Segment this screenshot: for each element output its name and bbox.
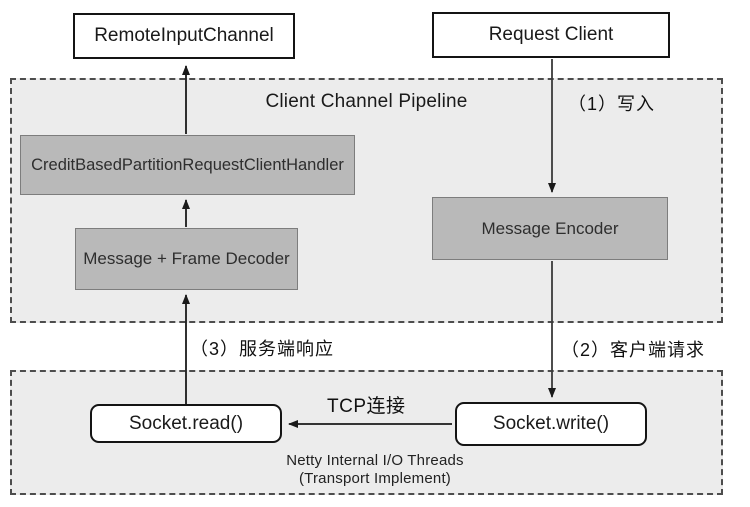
node-credit-based-partition-request-client-handler: CreditBasedPartitionRequestClientHandler [20, 135, 355, 195]
node-socket-read: Socket.read() [90, 404, 282, 443]
node-message-encoder-label: Message Encoder [481, 218, 619, 238]
netty-io-threads-caption-line1: Netty Internal I/O Threads [286, 452, 464, 469]
node-socket-read-label: Socket.read() [128, 412, 244, 434]
netty-io-threads-caption: Netty Internal I/O Threads (Transport Im… [240, 452, 510, 488]
edge-label-step3-server-response: （3）服务端响应 [190, 339, 335, 359]
node-remote-input-channel-label: RemoteInputChannel [94, 25, 274, 46]
pipeline-title: Client Channel Pipeline [265, 91, 468, 112]
node-request-client: Request Client [432, 12, 670, 58]
netty-io-threads-caption-line2: (Transport Implement) [298, 470, 452, 487]
edge-label-step2-client-request: （2）客户端请求 [561, 340, 706, 360]
node-message-frame-decoder-label: Message + Frame Decoder [83, 249, 290, 268]
node-remote-input-channel: RemoteInputChannel [73, 13, 295, 59]
node-request-client-label: Request Client [488, 24, 614, 45]
edge-label-tcp-connection: TCP连接 [327, 396, 406, 417]
node-message-encoder: Message Encoder [432, 197, 668, 260]
node-credit-handler-label: CreditBasedPartitionRequestClientHandler [31, 155, 344, 174]
edge-label-step1-write: （1）写入 [568, 94, 656, 114]
node-message-frame-decoder: Message + Frame Decoder [75, 228, 298, 290]
node-socket-write: Socket.write() [455, 402, 647, 446]
node-socket-write-label: Socket.write() [492, 413, 610, 434]
